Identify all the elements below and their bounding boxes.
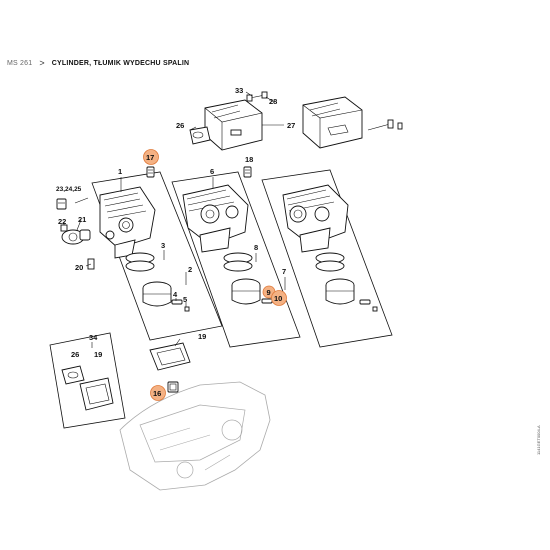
breadcrumb: MS 261 > CYLINDER, TŁUMIK WYDECHU SPALIN	[7, 58, 189, 68]
callout-26-b[interactable]: 26	[71, 350, 79, 359]
cylinder-part-1[interactable]	[99, 186, 156, 259]
spark-plug-part-18[interactable]	[243, 166, 252, 178]
muffler-screw-part[interactable]	[246, 91, 268, 102]
callout-1[interactable]: 1	[118, 167, 122, 176]
crankcase-part	[119, 381, 271, 491]
cylinder-frame-1	[91, 171, 223, 341]
callout-19-a[interactable]: 19	[198, 332, 206, 341]
muffler-gasket-part[interactable]	[189, 126, 211, 145]
callout-21[interactable]: 21	[78, 215, 86, 224]
callout-22[interactable]: 22	[58, 217, 66, 226]
breadcrumb-separator-icon: >	[39, 58, 45, 68]
callout-17-highlight[interactable]: 17	[143, 149, 159, 165]
callout-28[interactable]: 28	[269, 97, 277, 106]
cylinder-part-2[interactable]	[182, 184, 249, 253]
gasket-kit-part[interactable]	[61, 365, 114, 411]
piston-pin-part-1[interactable]	[171, 299, 190, 312]
piston-ring-part-2[interactable]	[223, 252, 253, 272]
callout-33[interactable]: 33	[235, 86, 243, 95]
cylinder-frame-3	[261, 169, 393, 348]
callout-5[interactable]: 5	[183, 295, 187, 304]
callout-19-b[interactable]: 19	[94, 350, 102, 359]
callout-6[interactable]: 6	[210, 167, 214, 176]
piston-ring-part-1[interactable]	[125, 252, 155, 272]
callout-9[interactable]: 9	[267, 288, 271, 297]
piston-part-2[interactable]	[231, 278, 261, 305]
page-title: CYLINDER, TŁUMIK WYDECHU SPALIN	[51, 59, 190, 67]
bushing-part[interactable]	[167, 381, 179, 393]
gasket-kit-frame	[49, 332, 126, 429]
document-code: 1141GET0004-A	[536, 425, 541, 455]
callout-16-highlight[interactable]: 16	[150, 385, 166, 401]
carb-flange-part-21[interactable]	[61, 229, 91, 245]
callout-20[interactable]: 20	[75, 263, 83, 272]
callout-16[interactable]: 16	[153, 389, 161, 398]
cylinder-frame-2	[171, 171, 301, 348]
callout-7[interactable]: 7	[282, 267, 286, 276]
callout-23-24-25[interactable]: 23,24,25	[56, 186, 82, 193]
callout-10-highlight[interactable]: 10	[271, 290, 287, 306]
breadcrumb-model[interactable]: MS 261	[7, 59, 33, 67]
piston-part-3[interactable]	[325, 278, 355, 305]
leader-lines	[63, 91, 286, 348]
callout-17[interactable]: 17	[146, 153, 154, 162]
cylinder-part-3[interactable]	[282, 184, 349, 253]
callout-26-a[interactable]: 26	[176, 121, 184, 130]
callout-2[interactable]: 2	[188, 265, 192, 274]
callout-27[interactable]: 27	[287, 121, 295, 130]
spark-plug-part-17[interactable]	[146, 166, 155, 178]
callout-18[interactable]: 18	[245, 155, 253, 164]
piston-pin-part-2[interactable]	[261, 298, 273, 304]
piston-part-1[interactable]	[142, 281, 172, 307]
screw-part-23[interactable]	[56, 198, 67, 210]
piston-pin-part-3[interactable]	[359, 299, 378, 312]
muffler-assembly-part[interactable]	[302, 96, 403, 149]
muffler-part[interactable]	[204, 99, 263, 151]
callout-8[interactable]: 8	[254, 243, 258, 252]
callout-10[interactable]: 10	[274, 294, 282, 303]
callout-4[interactable]: 4	[173, 290, 178, 299]
callout-3[interactable]: 3	[161, 241, 165, 250]
callout-34[interactable]: 34	[89, 333, 98, 342]
piston-ring-part-3[interactable]	[315, 252, 345, 272]
cylinder-gasket-part[interactable]	[149, 342, 191, 371]
